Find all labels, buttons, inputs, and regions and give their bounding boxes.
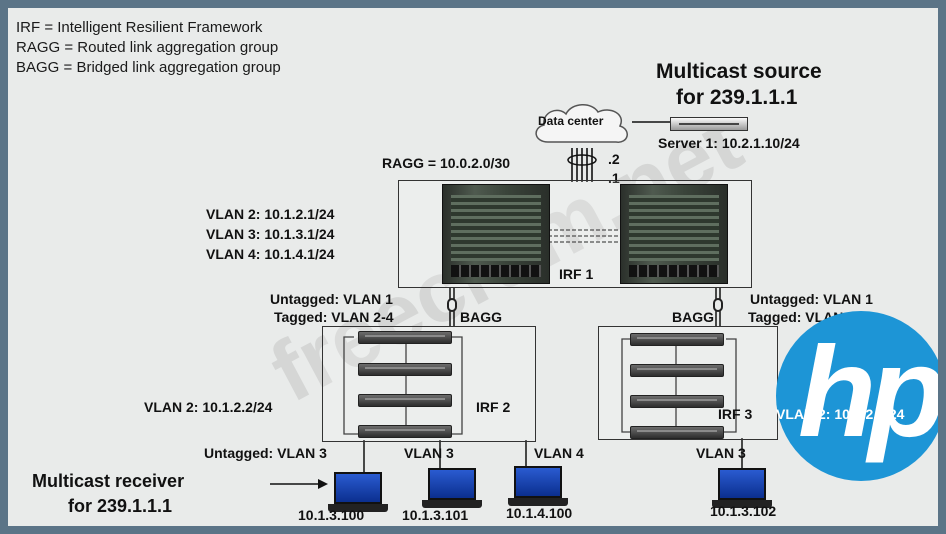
bagg-left-icon bbox=[447, 298, 457, 312]
right-untagged: Untagged: VLAN 1 bbox=[750, 291, 873, 307]
left-bagg-label: BAGG bbox=[460, 309, 502, 325]
laptop-icon-host-4 bbox=[712, 468, 772, 510]
irf2-label: IRF 2 bbox=[476, 399, 511, 415]
host-ip-4: 10.1.3.102 bbox=[710, 503, 777, 519]
legend-ragg: RAGG = Routed link aggregation group bbox=[16, 39, 279, 56]
core-vlan3: VLAN 3: 10.1.3.1/24 bbox=[206, 226, 335, 242]
server-label: Server 1: 10.2.1.10/24 bbox=[658, 135, 800, 151]
irf3-switch-3 bbox=[630, 395, 724, 408]
ragg-addr-bottom: .1 bbox=[608, 170, 620, 186]
irf1-label: IRF 1 bbox=[559, 266, 594, 282]
irf3-switch-4 bbox=[630, 426, 724, 439]
datacenter-label: Data center bbox=[538, 114, 604, 128]
host-ip-2: 10.1.3.101 bbox=[402, 507, 469, 523]
ragg-addr-top: .2 bbox=[608, 151, 620, 167]
host-ip-3: 10.1.4.100 bbox=[506, 505, 573, 521]
left-tagged: Tagged: VLAN 2-4 bbox=[274, 309, 394, 325]
receiver-line2: for 239.1.1.1 bbox=[68, 496, 173, 516]
source-title-line1: Multicast source bbox=[656, 60, 822, 83]
ragg-label: RAGG = 10.0.2.0/30 bbox=[382, 155, 511, 171]
core-chassis-right bbox=[620, 184, 728, 284]
legend-irf: IRF = Intelligent Resilient Framework bbox=[16, 19, 263, 36]
source-title-line2: for 239.1.1.1 bbox=[676, 86, 798, 109]
irf2-vlan: VLAN 2: 10.1.2.2/24 bbox=[144, 399, 273, 415]
bagg-right-icon bbox=[713, 298, 723, 312]
core-chassis-left bbox=[442, 184, 550, 284]
irf3-switch-2 bbox=[630, 364, 724, 377]
laptop-icon-host-3 bbox=[508, 466, 568, 508]
host-ip-1: 10.1.3.100 bbox=[298, 507, 365, 523]
access-vlan3-right: VLAN 3 bbox=[696, 445, 746, 461]
connection-lines bbox=[270, 121, 743, 489]
irf3-switch-1 bbox=[630, 333, 724, 346]
legend-bagg: BAGG = Bridged link aggregation group bbox=[16, 59, 281, 76]
network-diagram: freecram.net bbox=[8, 8, 938, 526]
irf2-switch-1 bbox=[358, 331, 452, 344]
core-vlan4: VLAN 4: 10.1.4.1/24 bbox=[206, 246, 335, 262]
receiver-line1: Multicast receiver bbox=[32, 471, 185, 491]
left-untagged: Untagged: VLAN 1 bbox=[270, 291, 393, 307]
irf2-switch-2 bbox=[358, 363, 452, 376]
irf3-label: IRF 3 bbox=[718, 406, 753, 422]
irf3-vlan: VLAN 2: 10.1.2.3/24 bbox=[776, 406, 905, 422]
access-untagged-vlan3: Untagged: VLAN 3 bbox=[204, 445, 327, 461]
laptop-icon-host-1 bbox=[328, 472, 388, 514]
server-1-icon bbox=[670, 117, 748, 131]
access-vlan3-mid: VLAN 3 bbox=[404, 445, 454, 461]
irf2-box bbox=[322, 326, 536, 442]
irf2-switch-4 bbox=[358, 425, 452, 438]
access-vlan4: VLAN 4 bbox=[534, 445, 584, 461]
laptop-icon-host-2 bbox=[422, 468, 482, 510]
right-bagg-label: BAGG bbox=[672, 309, 714, 325]
irf2-switch-3 bbox=[358, 394, 452, 407]
core-vlan2: VLAN 2: 10.1.2.1/24 bbox=[206, 206, 335, 222]
hp-logo: hp bbox=[776, 311, 938, 481]
datacenter-cloud-icon bbox=[535, 104, 628, 143]
